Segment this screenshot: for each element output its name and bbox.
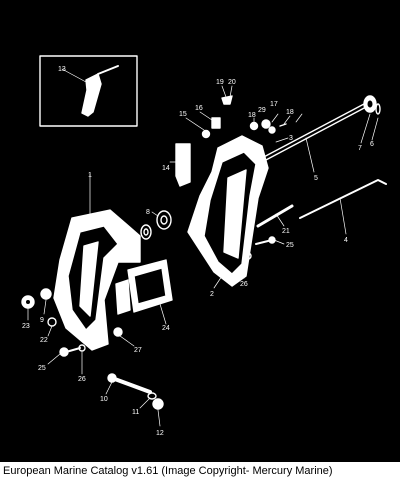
callout-29: 29: [258, 107, 266, 114]
callout-10: 10: [100, 396, 108, 403]
callout-1: 1: [88, 172, 92, 179]
part-25-screw-right: [255, 236, 276, 245]
part-2-swivel-bracket: [187, 135, 269, 287]
part-17-18-29-cluster: [249, 119, 287, 134]
exploded-parts-diagram: 13 19 20 15 16 18 17 29 18 3 7 6 14 5 1 …: [21, 55, 387, 437]
callout-3: 3: [289, 135, 293, 142]
callout-20: 20: [228, 79, 236, 86]
callout-18b: 18: [286, 109, 294, 116]
callout-16: 16: [195, 105, 203, 112]
part-24-plate: [115, 259, 173, 315]
callout-27: 27: [134, 347, 142, 354]
part-7-nut: [363, 95, 377, 113]
part-1-clamp-bracket: [53, 209, 141, 351]
part-21-stud: [256, 204, 294, 228]
callout-26-left: 26: [78, 376, 86, 383]
callout-25-right: 25: [286, 242, 294, 249]
part-23-knob: [21, 295, 35, 309]
caption-bar: European Marine Catalog v1.61 (Image Cop…: [0, 462, 400, 480]
part-22-washer: [47, 317, 57, 327]
callout-6: 6: [370, 141, 374, 148]
part-26-washer-right: [244, 252, 252, 260]
callout-15: 15: [179, 111, 187, 118]
part-26-washer-left: [78, 344, 86, 352]
part-13-lever: [81, 65, 119, 117]
leader-lines: [27, 68, 379, 427]
part-27-washer: [113, 327, 123, 337]
callout-12: 12: [156, 430, 164, 437]
part-15-screw: [201, 129, 211, 139]
part-10-bolt: [107, 373, 152, 394]
callout-17: 17: [270, 101, 278, 108]
callout-2: 2: [210, 291, 214, 298]
part-16-bushing: [211, 117, 221, 129]
callout-23: 23: [22, 323, 30, 330]
part-4-rod: [299, 179, 387, 219]
callout-4: 4: [344, 237, 348, 244]
callout-9: 9: [40, 317, 44, 324]
callout-7: 7: [358, 145, 362, 152]
callout-24: 24: [162, 325, 170, 332]
part-14-clip: [175, 143, 191, 187]
image-caption: European Marine Catalog v1.61 (Image Cop…: [3, 465, 333, 477]
part-19-20-fitting: [221, 95, 233, 105]
part-25-screw-left: [59, 347, 81, 357]
part-5-tube: [259, 102, 369, 163]
callout-19: 19: [216, 79, 224, 86]
part-8b-washer: [140, 224, 152, 240]
part-6-washer: [375, 103, 381, 115]
callout-25-left: 25: [38, 365, 46, 372]
callout-13: 13: [58, 66, 66, 73]
callout-18: 18: [248, 112, 256, 119]
callout-21: 21: [282, 228, 290, 235]
part-12-nut: [152, 398, 164, 410]
callout-8: 8: [146, 209, 150, 216]
part-9-nut: [40, 288, 52, 300]
callout-5: 5: [314, 175, 318, 182]
callout-11: 11: [132, 409, 139, 416]
callout-26-right: 26: [240, 281, 248, 288]
part-8-washer: [156, 210, 172, 230]
inset-box: [39, 55, 138, 127]
callout-14: 14: [162, 165, 170, 172]
callout-22: 22: [40, 337, 48, 344]
part-11-washer: [147, 392, 157, 400]
